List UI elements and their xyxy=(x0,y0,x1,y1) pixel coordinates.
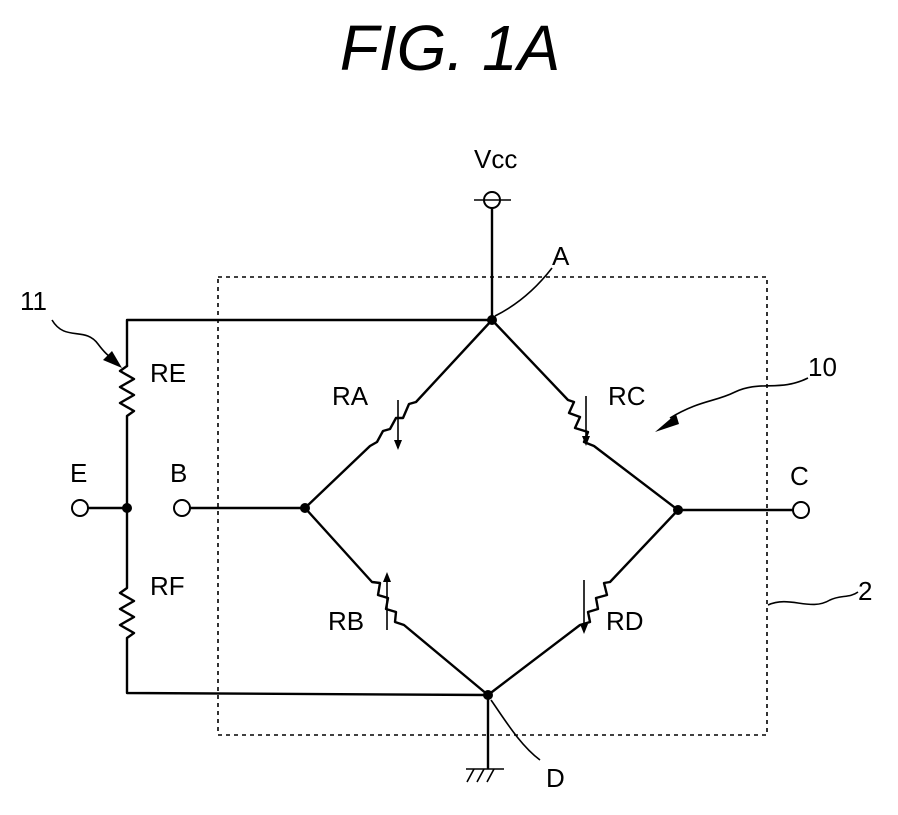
chip-boundary xyxy=(218,277,767,735)
leader-bridge xyxy=(670,378,808,418)
node-c-dot xyxy=(673,505,683,515)
leader-chip xyxy=(768,592,858,605)
resistor-rb xyxy=(305,508,488,695)
label-rd: RD xyxy=(606,606,644,636)
figure-title: FIG. 1A xyxy=(340,12,561,84)
label-node-b: B xyxy=(170,458,187,488)
resistor-rf xyxy=(120,508,488,695)
node-e-dot xyxy=(122,503,132,513)
label-node-d: D xyxy=(546,763,565,793)
label-rf: RF xyxy=(150,571,185,601)
vcc-terminal xyxy=(474,192,511,320)
label-ref-divider: 11 xyxy=(20,286,47,316)
resistor-rd xyxy=(488,510,678,695)
label-node-c: C xyxy=(790,461,809,491)
leader-divider xyxy=(52,320,112,358)
resistor-ra xyxy=(305,320,492,508)
terminal-e xyxy=(72,500,88,516)
label-re: RE xyxy=(150,358,186,388)
label-rb: RB xyxy=(328,606,364,636)
terminal-c xyxy=(793,502,809,518)
leader-d xyxy=(491,700,540,760)
label-node-a: A xyxy=(552,241,570,271)
label-vcc: Vcc xyxy=(474,144,517,174)
resistor-re xyxy=(120,366,134,508)
label-ref-chip: 2 xyxy=(858,576,872,606)
node-d-dot xyxy=(483,690,493,700)
node-b-dot xyxy=(300,503,310,513)
label-node-e: E xyxy=(70,458,87,488)
terminal-b xyxy=(174,500,190,516)
ground-symbol xyxy=(466,695,504,782)
label-rc: RC xyxy=(608,381,646,411)
label-ref-bridge: 10 xyxy=(808,352,837,382)
resistor-rc xyxy=(492,320,678,510)
label-ra: RA xyxy=(332,381,369,411)
leader-a xyxy=(495,268,552,316)
